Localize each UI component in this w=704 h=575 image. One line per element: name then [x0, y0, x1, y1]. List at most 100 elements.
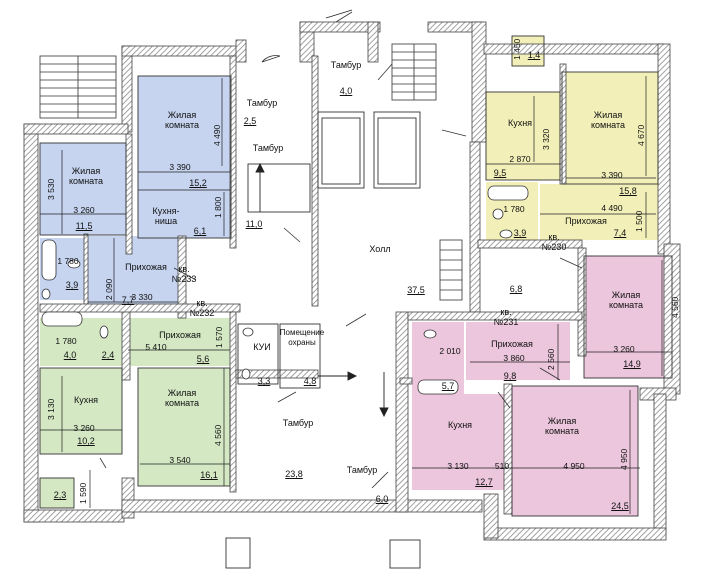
dim-v-p-living: 4 950 [619, 448, 629, 470]
room-name-p-hall: Прихожая [491, 339, 533, 349]
area-bl-niche: 6,1 [193, 226, 207, 236]
area-tambur-mid: 11,0 [245, 219, 263, 229]
sink-icon [492, 208, 504, 220]
area-l-hall: 7,7 [121, 295, 135, 305]
room-fills [40, 36, 672, 516]
dim-r-kitchen: 2 870 [509, 154, 531, 164]
dim-l-living: 3 260 [73, 205, 95, 215]
sink-icon [241, 368, 251, 380]
area-l-living2: 16,1 [200, 470, 218, 480]
dim-l-bath: 1 780 [57, 256, 79, 266]
apt-kv232: кв.№232 [189, 298, 215, 318]
room-name-l-kitchen: Кухня [73, 395, 99, 405]
bathtub-icon [487, 185, 529, 201]
dim-v-r-hall: 1 500 [634, 210, 644, 232]
area-bl-living: 15,2 [189, 178, 207, 188]
dim-v-l-kitchen: 3 130 [46, 398, 56, 420]
dim-p-living: 4 950 [563, 461, 585, 471]
apt-kv231: кв.№231 [493, 307, 519, 327]
area-kui: 3,3 [257, 376, 271, 386]
area-guard: 4,8 [303, 376, 317, 386]
dim-v-r-balcony: 1 450 [512, 38, 522, 60]
area-l-balcony: 2,3 [53, 490, 67, 500]
toilet-icon [99, 325, 109, 339]
outlines [39, 35, 673, 569]
apt-kv233: кв.№233 [171, 264, 197, 284]
dim-l-bath2: 1 780 [55, 336, 77, 346]
room-name-p-kitchen: Кухня [447, 420, 473, 430]
room-name-r-hall: Прихожая [565, 216, 607, 226]
fill-p-kitchen [412, 394, 510, 490]
arrows [255, 9, 389, 418]
area-p-kitchen: 12,7 [475, 477, 493, 487]
dim-v-l-hall: 2 090 [104, 278, 114, 300]
area-l-bath: 3,9 [65, 280, 79, 290]
area-tambur-bottom2: 6,0 [375, 494, 389, 504]
dim-r-living: 3 390 [601, 170, 623, 180]
room-name-tambur-mid: Тамбур [252, 143, 284, 153]
bathtub-icon [41, 239, 57, 281]
room-name-l-hall2: Прихожая [159, 330, 201, 340]
fill-l-balcony [40, 478, 74, 508]
area-p-living: 24,5 [611, 501, 629, 511]
fill-l-living2 [138, 368, 230, 486]
area-p-bath: 5,7 [441, 381, 455, 391]
apt-kv230: кв.№230 [541, 232, 567, 252]
dim-v-l-living2: 4 560 [213, 424, 223, 446]
fill-l-hall2 [124, 318, 230, 366]
dim-v-r-kitchen: 3 320 [541, 128, 551, 150]
area-p-hall: 9,8 [503, 371, 517, 381]
area-r-hall: 7,4 [613, 228, 627, 238]
toilet-icon [242, 327, 254, 337]
room-name-tambur-top: Тамбур [330, 60, 362, 70]
area-r-living: 15,8 [619, 186, 637, 196]
fill-l-kitchen [40, 368, 122, 454]
sink-icon [41, 288, 51, 300]
walls [23, 21, 681, 541]
dim-v-l-balcony: 1 590 [78, 482, 88, 504]
fixtures [41, 185, 529, 395]
toilet-icon [423, 329, 437, 339]
fill-r-kitchen [486, 92, 560, 180]
dim-p-kitchen: 3 130 [447, 461, 469, 471]
dimension-lines [40, 76, 672, 514]
dim-bl-living: 3 390 [169, 162, 191, 172]
area-r-living2: 14,9 [623, 359, 641, 369]
room-name-l-hall: Прихожая [125, 262, 167, 272]
area-r-kitchen: 9,5 [493, 168, 507, 178]
fill-l-living [40, 143, 126, 235]
area-l-kitchen: 10,2 [77, 436, 95, 446]
dim-r-bath: 1 780 [503, 204, 525, 214]
dim-v-bl-niche: 1 800 [213, 196, 223, 218]
dim-v-p-hall: 2 560 [546, 348, 556, 370]
dim-v-l-hall2: 1 570 [214, 326, 224, 348]
dim-p-hall: 3 860 [503, 353, 525, 363]
dim-p-bath: 2 010 [439, 346, 461, 356]
dim-l-living2: 3 540 [169, 455, 191, 465]
dim-r-hall: 4 490 [601, 203, 623, 213]
dim-l-hall2: 5 410 [145, 342, 167, 352]
area-l-living: 11,5 [75, 221, 93, 231]
fill-p-hall [466, 322, 570, 380]
room-name-tambur-small: Тамбур [246, 98, 278, 108]
dim2-p-kitchen: 510 [494, 461, 510, 471]
area-tambur-bottom: 23,8 [285, 469, 303, 479]
room-name-tambur-bottom2: Тамбур [346, 465, 378, 475]
room-name-hall: Холл [369, 244, 391, 254]
dim-v-r-living2: 4 560 [670, 296, 680, 318]
area-l-bath2: 4,0 [63, 350, 77, 360]
bathtub-icon [417, 379, 459, 395]
fill-r-living2 [584, 256, 672, 378]
dim-l-kitchen: 3 260 [73, 423, 95, 433]
doors [99, 11, 583, 489]
fill-bl-living [138, 76, 231, 238]
area-r-balcony: 1,4 [527, 50, 541, 60]
area-r-bath: 3,9 [513, 228, 527, 238]
